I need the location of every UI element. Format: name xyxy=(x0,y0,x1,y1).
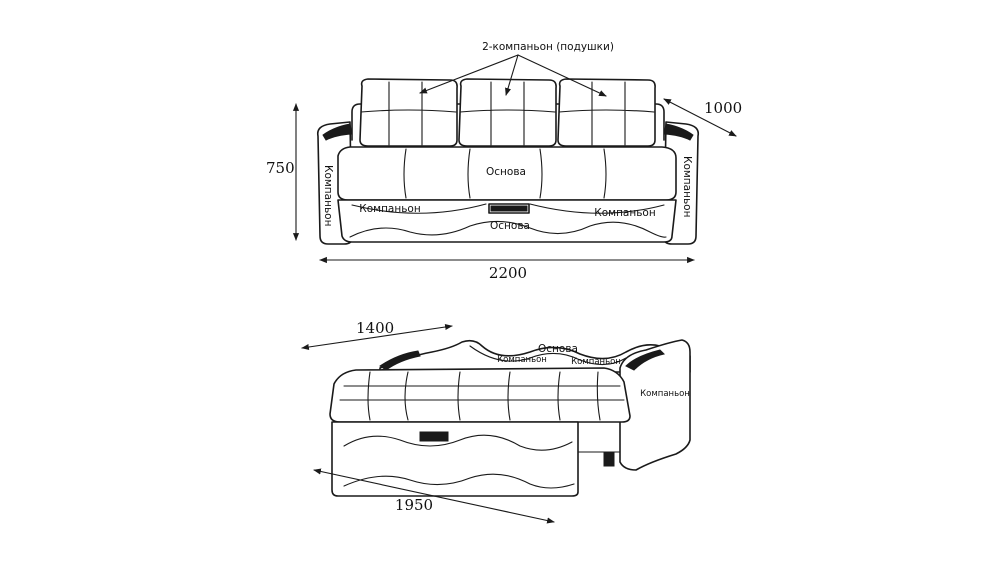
label-arm-left: Компаньон xyxy=(322,165,334,226)
dim-depth-value: 1000 xyxy=(704,99,742,117)
dimension-depth: 1000 xyxy=(663,98,742,137)
bed-front-base xyxy=(331,421,621,497)
label-companion-left: Компаньон xyxy=(359,203,420,215)
back-cushions xyxy=(359,78,656,147)
bed-label-base: Основа xyxy=(538,343,578,355)
dimension-width: 2200 xyxy=(319,256,695,282)
bed-left-armrest xyxy=(379,350,421,371)
callout-arrows xyxy=(419,54,607,97)
label-base-top: Основа xyxy=(486,166,526,178)
back-cushion-left xyxy=(359,78,458,147)
bed-label-arm: Компаньон xyxy=(640,389,690,399)
bed-drawer-handle xyxy=(419,431,449,442)
sofa-front-view: Основа Основа Компаньон Компаньон Компан… xyxy=(266,41,742,282)
back-cushion-right xyxy=(557,78,656,147)
label-arm-right: Компаньон xyxy=(681,156,693,217)
sofa-bed-view: Основа Компаньон Компаньон Компаньон 140… xyxy=(301,319,691,524)
dim-bed-length-value: 1950 xyxy=(395,496,433,514)
dimension-bed-length: 1950 xyxy=(313,468,555,524)
callout-cushions: 2-компаньон (подушки) xyxy=(482,41,614,53)
dimension-height: 750 xyxy=(266,103,300,241)
dimension-bed-width: 1400 xyxy=(301,319,453,351)
dim-height-value: 750 xyxy=(266,159,295,177)
back-cushion-middle xyxy=(458,78,557,147)
label-companion-right: Компаньон xyxy=(594,207,655,219)
dim-width-value: 2200 xyxy=(489,264,527,282)
bed-label-companion-right: Компаньон xyxy=(571,357,621,367)
seat-cushions xyxy=(337,146,677,201)
dim-bed-width-value: 1400 xyxy=(356,319,394,337)
label-base-bottom: Основа xyxy=(490,220,530,232)
bed-mattress xyxy=(329,367,631,423)
sofa-base xyxy=(337,199,677,243)
bed-right-armrest xyxy=(619,339,691,471)
bed-label-companion-left: Компаньон xyxy=(497,355,547,365)
